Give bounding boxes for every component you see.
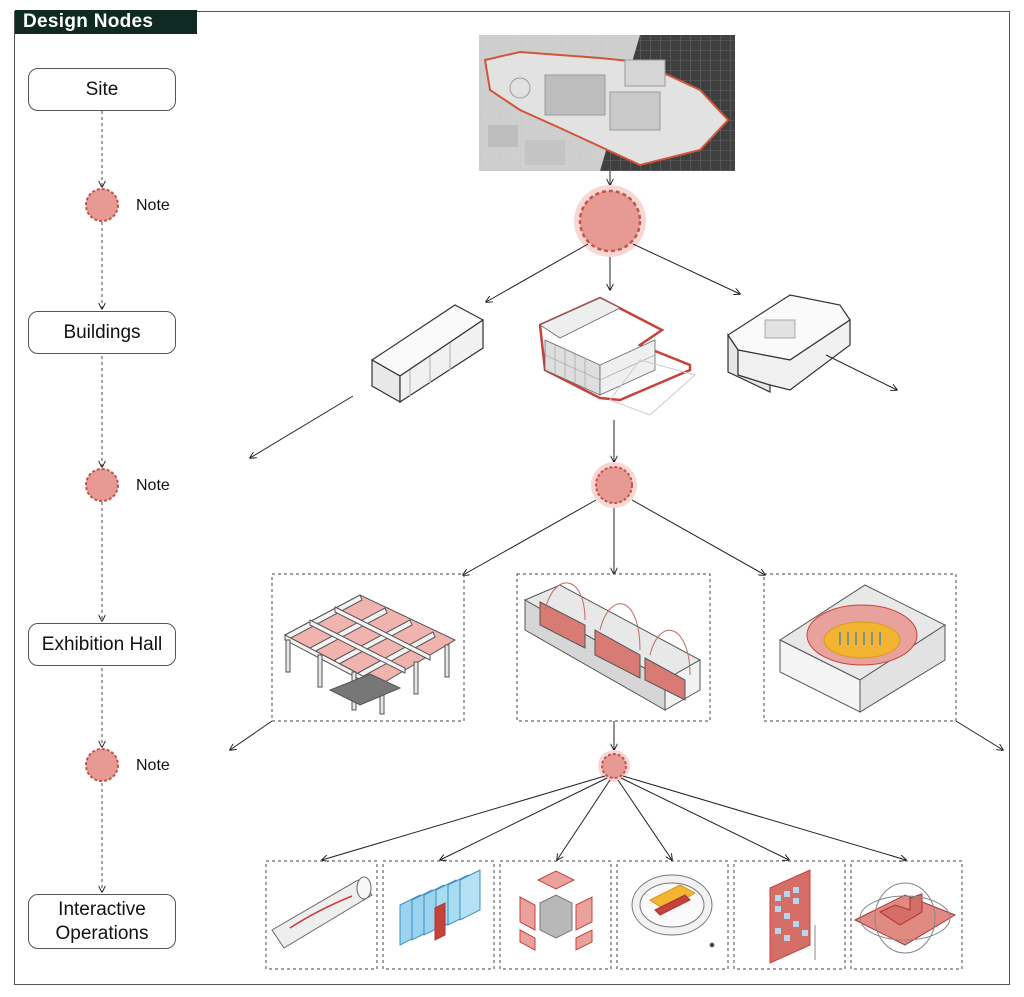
note-node-2 [85, 468, 119, 502]
note-label-3: Note [136, 757, 170, 774]
diagram-title: Design Nodes [15, 10, 197, 34]
operation-cube-icon [519, 870, 593, 951]
hub-node-exhibition [598, 750, 630, 782]
hall-theatre-model [778, 584, 947, 713]
operation-box-3 [499, 860, 612, 970]
hub-node-site [574, 185, 646, 257]
note-node-3 [85, 748, 119, 782]
diagram-frame [14, 11, 1010, 985]
operation-box-4 [616, 860, 729, 970]
operation-tube-icon [271, 876, 373, 949]
hub-node-buildings [591, 462, 637, 508]
operation-panels-icon [399, 869, 481, 946]
stage-exhibition-hall-label: Exhibition Hall [41, 633, 163, 655]
stage-site[interactable]: Site [28, 68, 176, 111]
operation-terrain-icon [853, 882, 957, 954]
note-label-1: Note [136, 197, 170, 214]
hall-box-2 [516, 573, 711, 722]
hall-gallery-model [523, 582, 702, 711]
stage-buildings[interactable]: Buildings [28, 311, 176, 354]
hall-box-3 [763, 573, 957, 722]
operation-box-5 [733, 860, 846, 970]
operation-box-2 [382, 860, 495, 970]
hall-box-1 [271, 573, 465, 722]
note-node-1 [85, 188, 119, 222]
building-center-model [538, 296, 697, 416]
building-left-model [370, 304, 485, 404]
hall-frame-model [283, 594, 457, 715]
stage-interactive-operations-label: Interactive Operations [55, 898, 149, 944]
building-right-model [727, 294, 851, 393]
stage-interactive-operations[interactable]: Interactive Operations [28, 894, 176, 949]
stage-exhibition-hall[interactable]: Exhibition Hall [28, 623, 176, 666]
stage-site-label: Site [85, 78, 119, 100]
operation-box-6 [850, 860, 963, 970]
note-label-2: Note [136, 477, 170, 494]
site-aerial-image [479, 35, 735, 171]
operation-cylinder-icon [631, 874, 715, 948]
operation-grid-wall-icon [769, 869, 816, 964]
operation-box-1 [265, 860, 378, 970]
stage-buildings-label: Buildings [63, 321, 141, 343]
